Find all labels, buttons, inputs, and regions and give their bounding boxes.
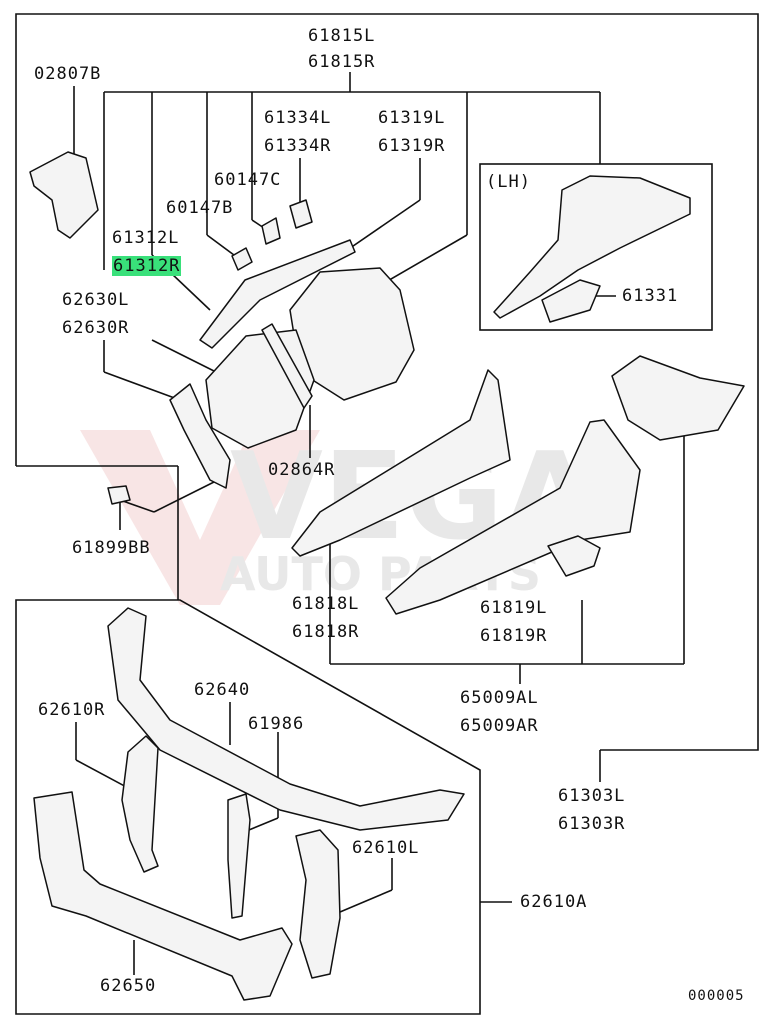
part-61331 bbox=[541, 279, 601, 323]
part-60147c bbox=[261, 217, 281, 245]
label-62630r[interactable]: 62630R bbox=[62, 318, 130, 338]
label-61319l[interactable]: 61319L bbox=[378, 108, 446, 128]
label-62640[interactable]: 62640 bbox=[194, 680, 251, 700]
label-61303l[interactable]: 61303L bbox=[558, 786, 626, 806]
label-62630l[interactable]: 62630L bbox=[62, 290, 130, 310]
part-61334 bbox=[289, 199, 313, 229]
label-60147b[interactable]: 60147B bbox=[166, 198, 234, 218]
label-60147c[interactable]: 60147C bbox=[214, 170, 282, 190]
label-02864r[interactable]: 02864R bbox=[268, 460, 336, 480]
label-61899bb[interactable]: 61899BB bbox=[72, 538, 151, 558]
part-62610r bbox=[121, 735, 159, 873]
label-lh-inset: (LH) bbox=[486, 172, 531, 192]
label-61303r[interactable]: 61303R bbox=[558, 814, 626, 834]
label-61319r[interactable]: 61319R bbox=[378, 136, 446, 156]
part-61312-member bbox=[199, 239, 356, 349]
label-61815r[interactable]: 61815R bbox=[308, 52, 376, 72]
highlighted-part-number: 61312R bbox=[112, 256, 182, 276]
part-strut-tower bbox=[289, 267, 415, 401]
label-61815l[interactable]: 61815L bbox=[308, 26, 376, 46]
lower-frame-border bbox=[15, 599, 481, 1015]
label-65009al[interactable]: 65009AL bbox=[460, 688, 539, 708]
part-61818 bbox=[291, 369, 511, 557]
label-02807b[interactable]: 02807B bbox=[34, 64, 102, 84]
part-62640 bbox=[107, 607, 465, 831]
part-rear-crossmember bbox=[611, 355, 745, 441]
part-02807b bbox=[29, 151, 99, 239]
part-side-bracket bbox=[547, 535, 601, 577]
part-60147b bbox=[231, 247, 253, 271]
label-62610l[interactable]: 62610L bbox=[352, 838, 420, 858]
upper-frame-border bbox=[15, 13, 759, 751]
part-61899bb bbox=[107, 485, 131, 505]
label-61312l[interactable]: 61312L bbox=[112, 228, 180, 248]
diagram-number: 000005 bbox=[688, 988, 745, 1004]
part-62610l bbox=[295, 829, 341, 979]
label-61819l[interactable]: 61819L bbox=[480, 598, 548, 618]
label-61334r[interactable]: 61334R bbox=[264, 136, 332, 156]
label-61334l[interactable]: 61334L bbox=[264, 108, 332, 128]
label-62650[interactable]: 62650 bbox=[100, 976, 157, 996]
label-62610r[interactable]: 62610R bbox=[38, 700, 106, 720]
label-61312r[interactable]: 61312R bbox=[112, 256, 182, 276]
part-62650 bbox=[33, 791, 293, 1001]
part-61819 bbox=[385, 419, 641, 615]
part-lh-strut bbox=[493, 175, 691, 319]
label-61331[interactable]: 61331 bbox=[622, 286, 679, 306]
label-62610a[interactable]: 62610A bbox=[520, 892, 588, 912]
lh-inset-frame bbox=[479, 163, 713, 331]
label-61986[interactable]: 61986 bbox=[248, 714, 305, 734]
label-61818r[interactable]: 61818R bbox=[292, 622, 360, 642]
part-62630 bbox=[169, 383, 231, 489]
label-65009ar[interactable]: 65009AR bbox=[460, 716, 539, 736]
label-61818l[interactable]: 61818L bbox=[292, 594, 360, 614]
part-02864r bbox=[261, 323, 313, 409]
label-61819r[interactable]: 61819R bbox=[480, 626, 548, 646]
part-61986 bbox=[227, 793, 251, 919]
